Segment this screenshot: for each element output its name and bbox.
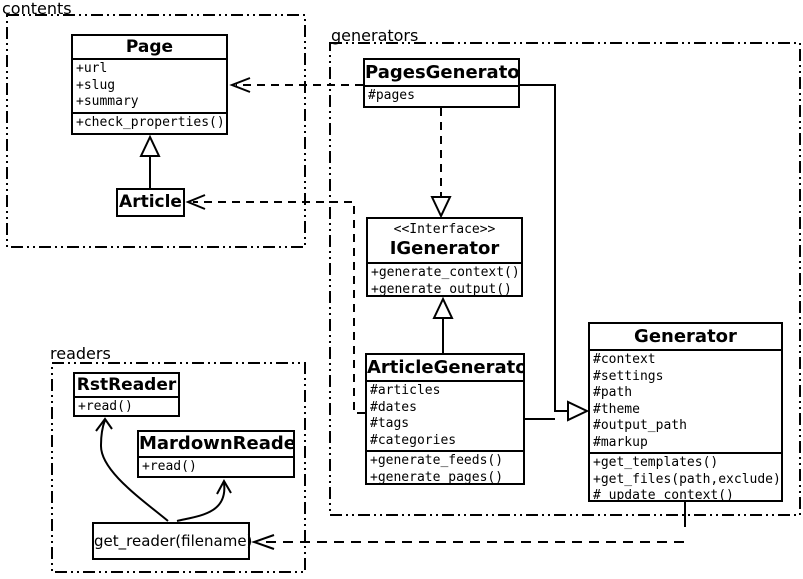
method-row: +generate_context()	[371, 265, 520, 280]
method-row: +read()	[78, 399, 133, 414]
methods-compartment: +check_properties()	[73, 111, 226, 133]
dependency-arrow-generator-to-getreader	[250, 502, 686, 550]
attribute-row: #markup	[593, 434, 648, 450]
class-title: RstReader	[76, 375, 177, 395]
generalization-arrows-to-generator	[520, 84, 590, 422]
attribute-row: +summary	[76, 94, 139, 109]
class-pagesgenerator: PagesGenerator #pages	[363, 58, 520, 108]
attributes-compartment: #pages	[365, 85, 518, 106]
generalization-arrow-articlegenerator-to-igenerator	[432, 296, 454, 353]
attribute-row: #categories	[370, 432, 457, 448]
class-title: Generator	[634, 326, 737, 347]
call-arrow-getreader-to-rstreader	[95, 417, 169, 522]
method-row: #_update_context()	[593, 488, 734, 502]
methods-compartment: +read()	[139, 456, 293, 476]
methods-compartment: +read()	[75, 396, 178, 415]
node-get-reader: get_reader(filename)	[92, 522, 252, 560]
attribute-row: #context	[593, 352, 656, 367]
generalization-arrow-article-to-page	[139, 134, 161, 188]
call-arrow-getreader-to-mardownreader	[176, 478, 232, 522]
attribute-row: #articles	[370, 383, 441, 398]
class-title: Article	[119, 192, 182, 212]
class-title: IGenerator	[389, 238, 500, 259]
class-article: Article	[116, 188, 185, 217]
class-header: <<Interface>> IGenerator	[368, 219, 521, 260]
method-row: +check_properties()	[76, 114, 225, 130]
attribute-row: #output_path	[593, 418, 687, 433]
package-readers-label: readers	[50, 344, 111, 363]
class-stereotype: <<Interface>>	[393, 222, 496, 237]
package-generators-border	[329, 42, 801, 516]
attribute-row: #dates	[370, 399, 417, 415]
attribute-row: #pages	[368, 88, 415, 103]
method-row: +read()	[142, 459, 197, 474]
class-rstreader: RstReader +read()	[73, 372, 180, 417]
class-articlegenerator: ArticleGenerator #articles #dates #tags …	[365, 353, 525, 485]
attribute-row: #theme	[593, 401, 640, 417]
attribute-row: #tags	[370, 416, 410, 431]
class-igenerator: <<Interface>> IGenerator +generate_conte…	[366, 217, 523, 297]
realization-arrow-pagesgenerator-to-igenerator	[430, 108, 452, 219]
package-contents-label: contents	[2, 0, 72, 18]
method-row: +generate_feeds()	[370, 453, 504, 468]
attribute-row: #settings	[593, 368, 664, 384]
methods-compartment: +generate_feeds() +generate_pages()	[367, 450, 523, 485]
package-generators-label: generators	[331, 26, 419, 45]
method-row: +generate_output()	[371, 281, 512, 297]
dependency-arrow-pagesgenerator-to-page	[229, 77, 363, 93]
method-row: +get_templates()	[593, 455, 719, 470]
attributes-compartment: #context #settings #path #theme #output_…	[590, 349, 781, 452]
attribute-row: +url	[76, 61, 108, 76]
class-title: MardownReader	[139, 433, 295, 454]
attributes-compartment: #articles #dates #tags #categories	[367, 380, 523, 450]
class-mardownreader: MardownReader +read()	[137, 430, 295, 478]
methods-compartment: +get_templates() +get_files(path,exclude…	[590, 452, 781, 502]
class-page: Page +url +slug +summary +check_properti…	[71, 34, 228, 135]
class-title: ArticleGenerator	[367, 357, 525, 378]
package-readers-border	[51, 362, 306, 573]
class-title: PagesGenerator	[365, 62, 520, 83]
attributes-compartment: +url +slug +summary	[73, 58, 226, 112]
attribute-row: +slug	[76, 77, 116, 93]
method-row: +get_files(path,exclude)	[593, 471, 781, 487]
class-title: Page	[125, 37, 174, 57]
methods-compartment: +generate_context() +generate_output()	[368, 262, 521, 297]
dependency-arrow-articlegenerator-to-article	[185, 194, 365, 414]
package-contents-border	[6, 14, 306, 248]
method-row: +generate_pages()	[370, 469, 504, 485]
attribute-row: #path	[593, 385, 633, 400]
class-generator: Generator #context #settings #path #them…	[588, 322, 783, 502]
